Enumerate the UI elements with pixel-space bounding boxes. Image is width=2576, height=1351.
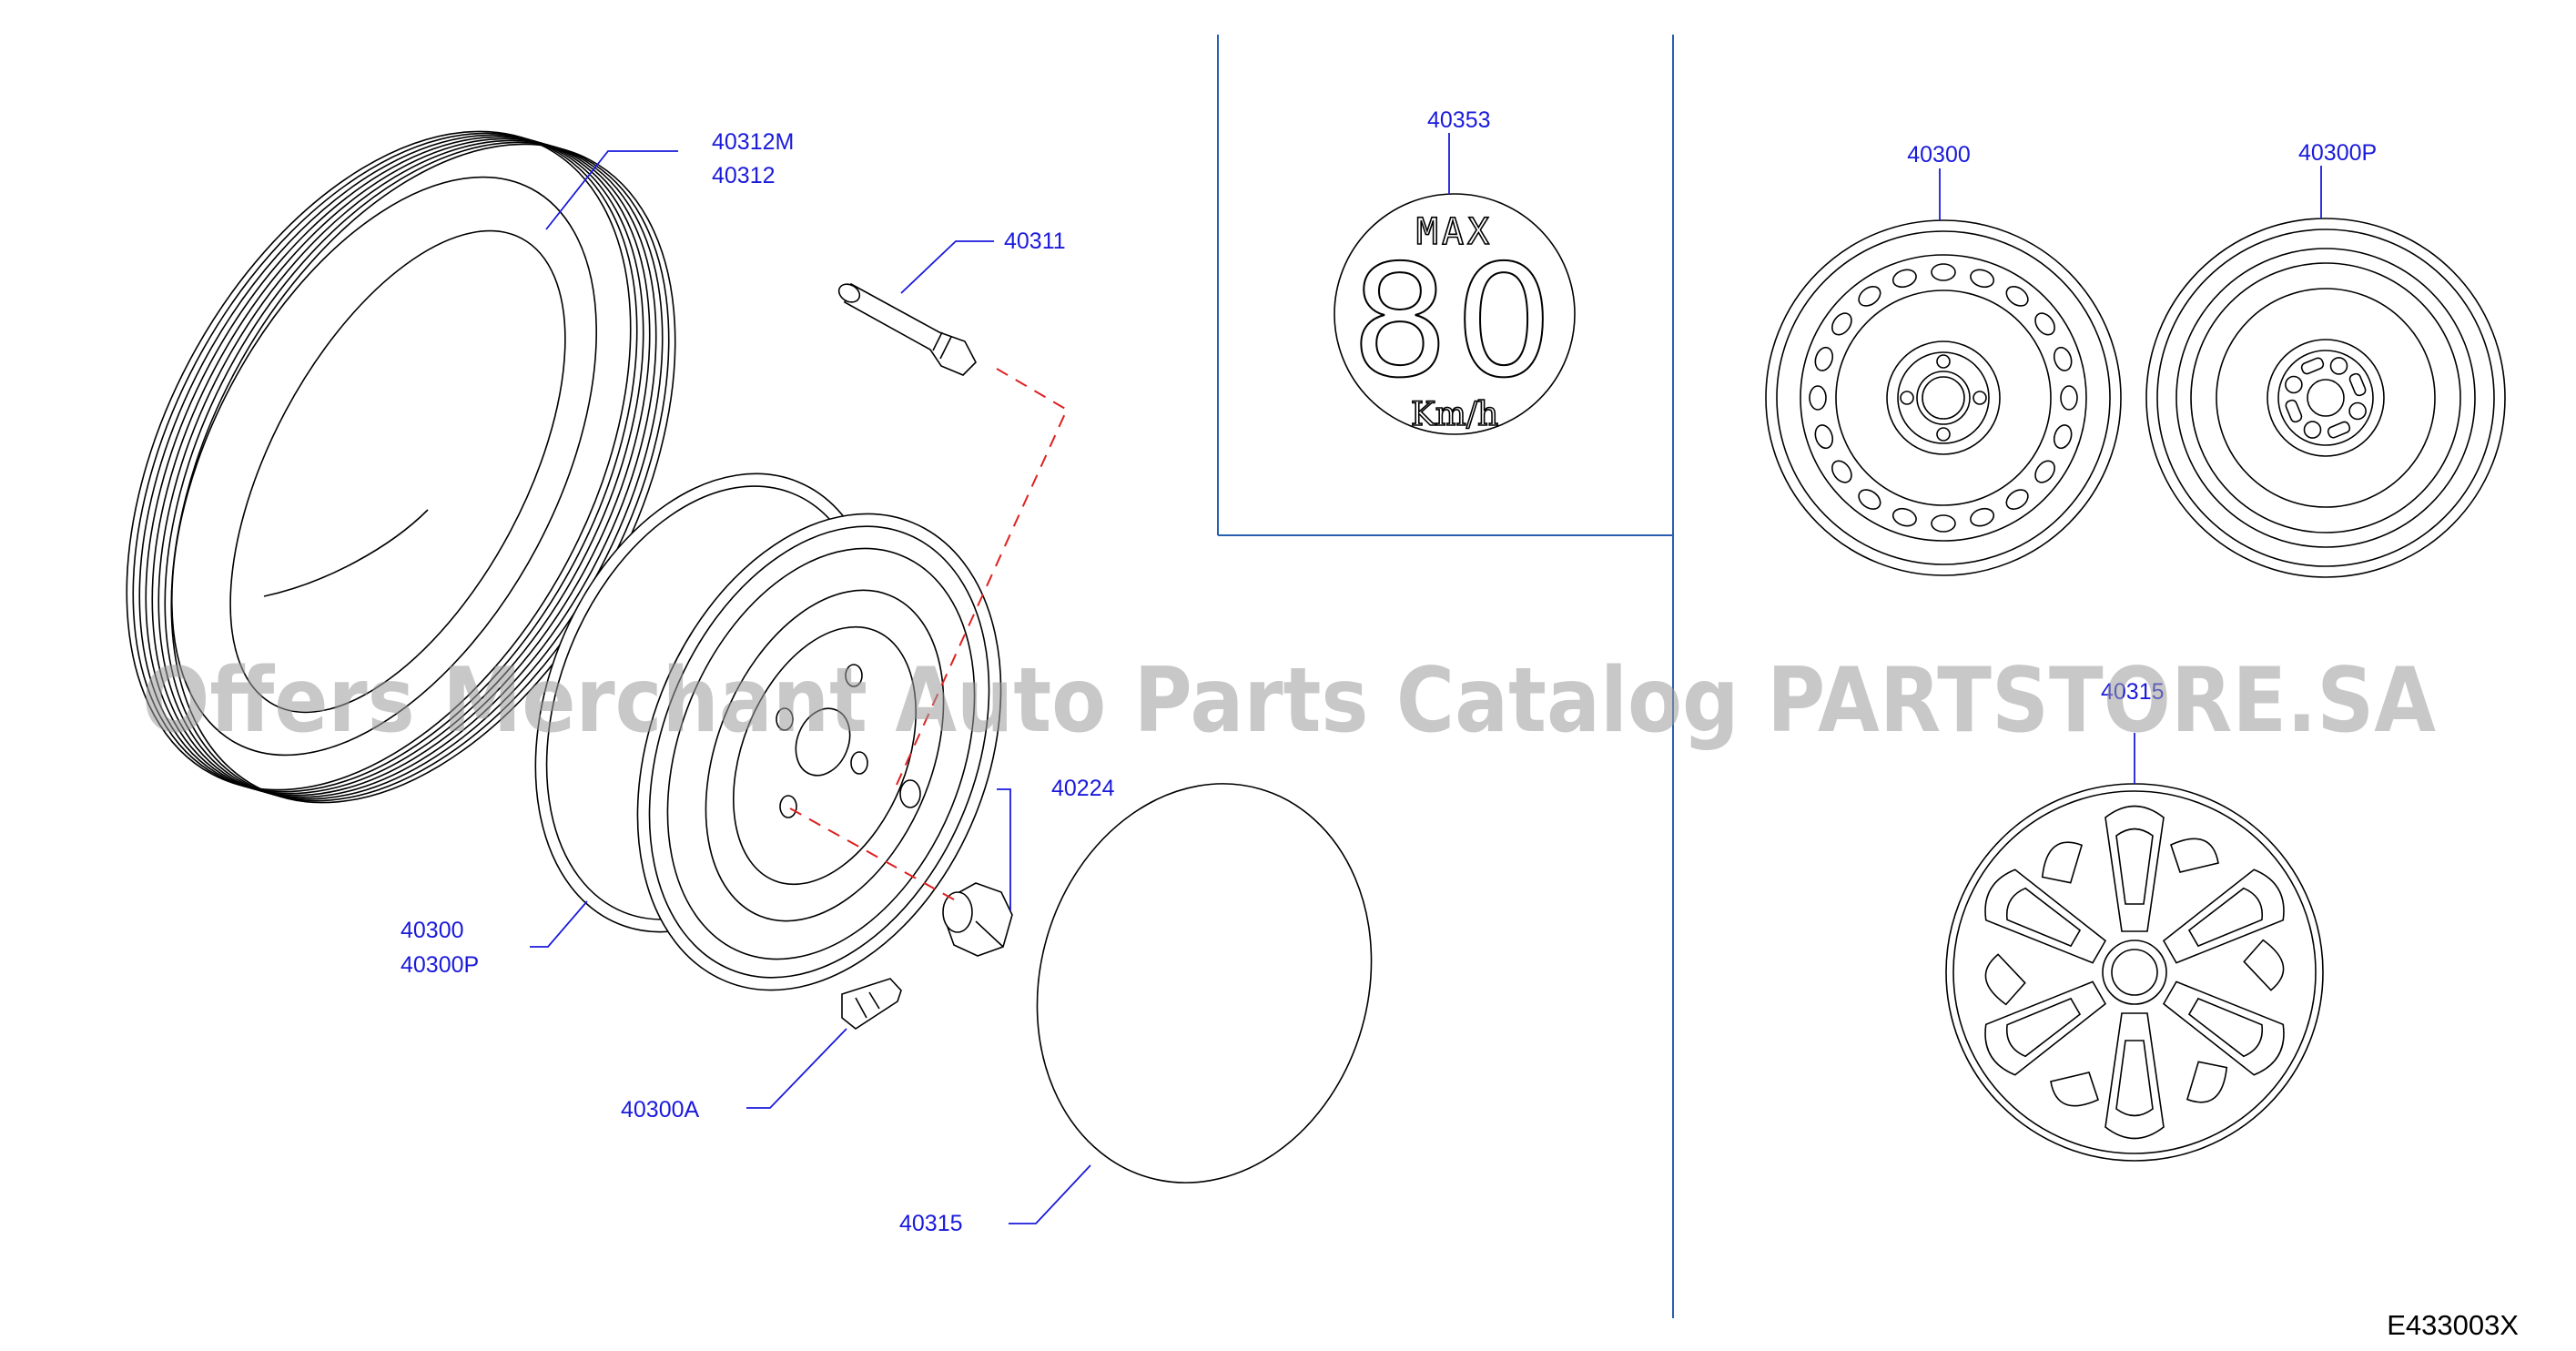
nut-drawing xyxy=(942,882,1013,957)
label-steel-wheel: 40300 xyxy=(1907,142,1971,168)
sticker-unit-text: Km/h xyxy=(1411,396,1498,433)
valve-drawing xyxy=(837,282,977,376)
sticker-speed-value: 80 xyxy=(1351,232,1558,412)
label-tire-40312m: 40312M xyxy=(712,129,794,155)
label-speed-sticker: 40353 xyxy=(1427,107,1491,133)
label-cover: 40315 xyxy=(899,1211,963,1236)
label-wheel-40300p: 40300P xyxy=(401,952,479,978)
wheel-drawing xyxy=(534,472,1002,991)
wheel-cover-front xyxy=(1945,783,2324,1162)
diagram-code: E433003X xyxy=(2387,1309,2519,1341)
separator-lines xyxy=(1217,35,1674,1318)
tire-drawing xyxy=(126,130,676,804)
label-valve: 40311 xyxy=(1004,229,1066,254)
sticker-max-text: MAX xyxy=(1416,211,1493,253)
speed-sticker: MAX 80 Km/h xyxy=(1334,193,1576,435)
label-wheel-40300: 40300 xyxy=(401,918,464,943)
label-wheel-cover: 40315 xyxy=(2101,679,2165,705)
weight-drawing xyxy=(841,978,902,1030)
cover-drawing xyxy=(1036,783,1373,1183)
assembly-lines xyxy=(789,368,1069,904)
leader-lines xyxy=(530,133,2322,1224)
steel-wheel-front xyxy=(1765,219,2122,576)
label-spare-wheel: 40300P xyxy=(2298,140,2377,166)
spare-wheel-front xyxy=(2145,218,2506,578)
label-weight: 40300A xyxy=(621,1097,700,1122)
label-nut: 40224 xyxy=(1051,776,1115,801)
part-labels: 40312M 40312 40311 40300 40300P 40300A 4… xyxy=(401,107,2519,1341)
watermark: Offers Merchant Auto Parts Catalog PARTS… xyxy=(142,649,2436,753)
label-tire-40312: 40312 xyxy=(712,163,776,188)
